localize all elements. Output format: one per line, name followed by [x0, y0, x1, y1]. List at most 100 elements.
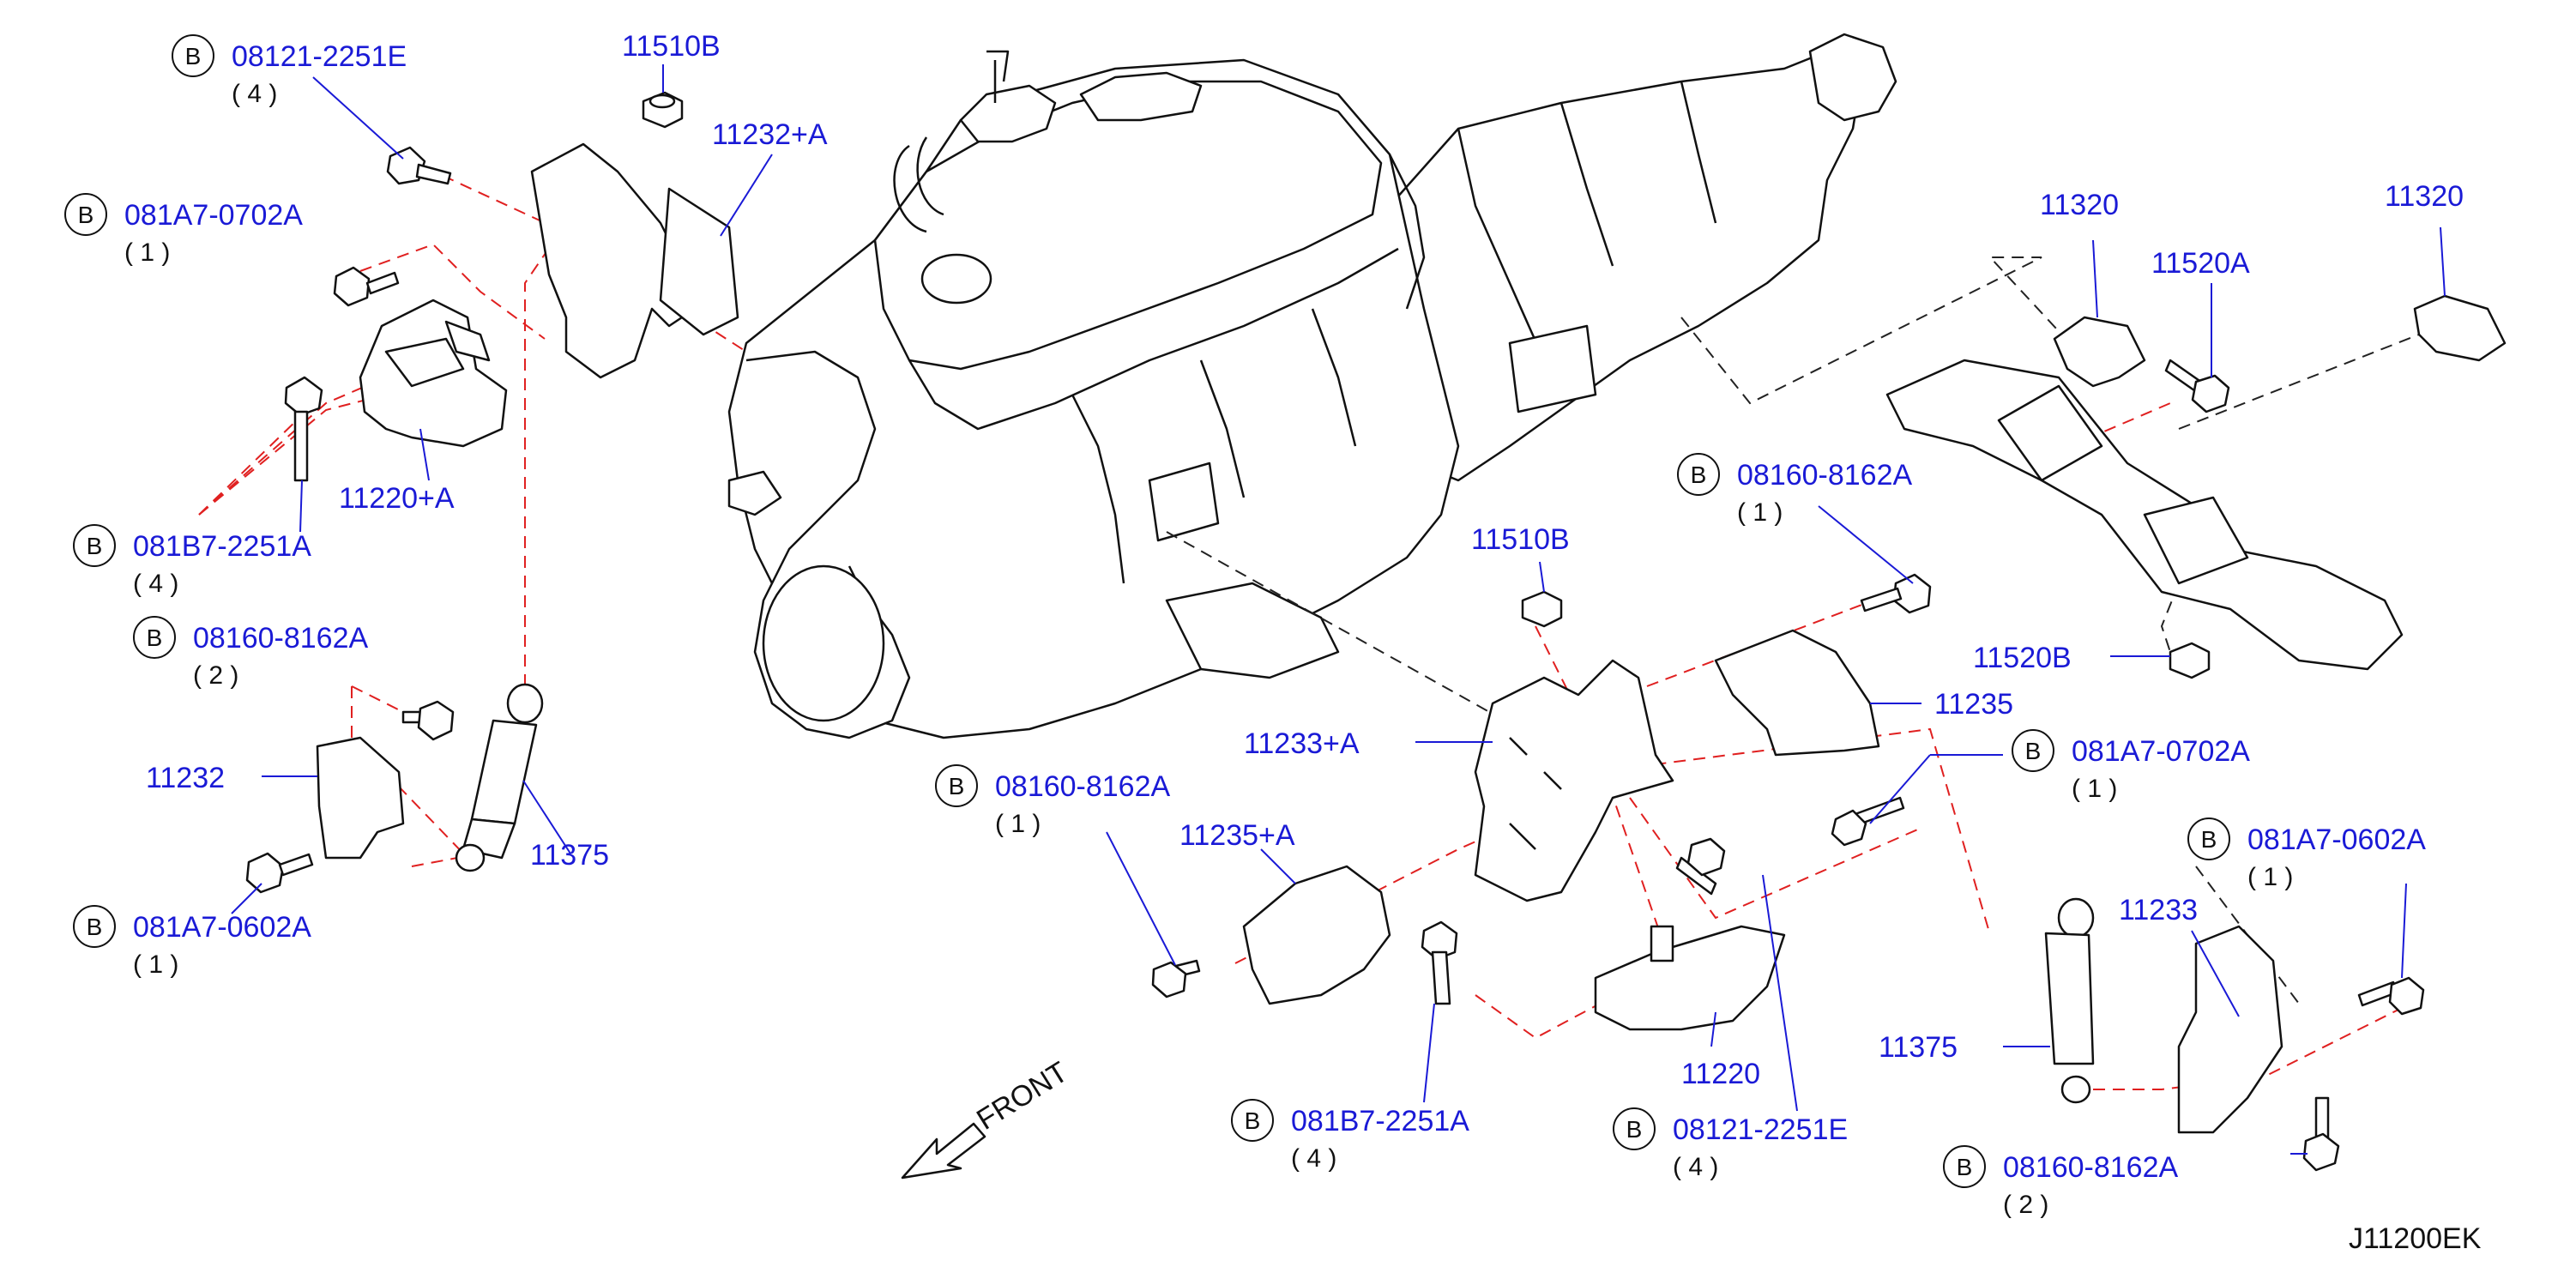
- bolt-08160-8162a-centre: [1860, 573, 1932, 614]
- mount-11220: [1594, 925, 1786, 1031]
- part-number: 081A7-0702A: [124, 199, 303, 232]
- bracket-11232: [316, 736, 405, 860]
- bolt-08121-2251e-centre: [1675, 837, 1726, 896]
- bolt-081a7-0702a-centre: [1831, 796, 1905, 847]
- callout-11232+a: 11232+A: [712, 118, 828, 151]
- part-number: 081A7-0602A: [2247, 824, 2426, 856]
- nut-11520b: [2169, 642, 2211, 679]
- nut-11510b-centre: [1521, 590, 1563, 628]
- part-quantity: ( 1 ): [124, 238, 170, 267]
- bolt-class-letter: B: [1691, 462, 1707, 488]
- engine-assembly-drawing: [727, 33, 1897, 739]
- callout-081a7-0702a: B 081A7-0702A ( 1 ): [64, 193, 303, 267]
- bolt-class-letter: B: [1626, 1116, 1643, 1143]
- part-number: 08160-8162A: [995, 770, 1171, 803]
- part-number: 11320: [2385, 180, 2464, 213]
- callout-11520a: 11520A: [2151, 247, 2250, 280]
- part-quantity: ( 4 ): [1673, 1153, 1718, 1181]
- callout-081a7-0602a: B 081A7-0602A ( 1 ): [73, 905, 311, 979]
- bracket-11235: [1714, 629, 1880, 757]
- bolt-class-circle: [73, 524, 116, 567]
- bolt-08160-8162a-left: [401, 700, 455, 741]
- part-quantity: ( 1 ): [133, 950, 178, 979]
- part-number: 11220: [1681, 1058, 1760, 1090]
- centre-mount-parts: [1151, 573, 2425, 1172]
- part-number: 11220+A: [339, 482, 455, 515]
- part-quantity: ( 4 ): [1291, 1144, 1336, 1173]
- part-quantity: ( 1 ): [1737, 498, 1783, 527]
- bolt-class-circle: [1943, 1145, 1986, 1188]
- bolt-class-circle: [1677, 453, 1720, 496]
- bolt-081a7-0702a-left: [333, 266, 400, 307]
- bolt-class-circle: [64, 193, 107, 236]
- callout-11320: 11320: [2040, 189, 2119, 221]
- callout-11232: 11232: [146, 762, 225, 794]
- part-number: 11520B: [1973, 642, 2072, 674]
- bracket-11235a: [1242, 865, 1391, 1005]
- bolt-class-letter: B: [147, 624, 163, 651]
- bolt-11520a: [2164, 359, 2230, 413]
- bolt-08160-8162a-right: [2302, 1096, 2340, 1172]
- bolt-class-letter: B: [78, 202, 94, 228]
- bolt-class-circle: [133, 616, 176, 659]
- part-quantity: ( 2 ): [2003, 1191, 2048, 1219]
- mount-11320-left: [2053, 316, 2146, 388]
- part-number: 081B7-2251A: [1291, 1105, 1469, 1137]
- rear-mount-parts: [1885, 294, 2507, 679]
- part-number: 11233+A: [1244, 727, 1360, 760]
- part-number: 11235: [1934, 688, 2013, 721]
- callout-081a7-0602a: B 081A7-0602A ( 1 ): [2187, 817, 2426, 891]
- callout-11233: 11233: [2119, 894, 2198, 926]
- part-number: 11232: [146, 762, 225, 794]
- bolt-class-circle: [73, 905, 116, 948]
- part-number: 08160-8162A: [2003, 1151, 2179, 1184]
- bolt-class-letter: B: [87, 533, 103, 559]
- callout-11235+a: 11235+A: [1179, 819, 1295, 852]
- part-number: 11233: [2119, 894, 2198, 926]
- callout-labels: B 08121-2251E ( 4 ) 11510B 11232+A B 081A7-070…: [64, 30, 2464, 1219]
- part-quantity: ( 4 ): [133, 570, 178, 598]
- left-mount-parts: [245, 91, 739, 894]
- bolt-class-letter: B: [185, 43, 202, 69]
- part-number: 081A7-0702A: [2072, 735, 2250, 768]
- front-label: FRONT: [971, 1056, 1073, 1137]
- front-arrow: FRONT: [901, 1056, 1074, 1179]
- part-number: 081A7-0602A: [133, 911, 311, 944]
- callout-11320: 11320: [2385, 180, 2464, 213]
- bolt-class-circle: [2187, 817, 2230, 860]
- bolt-class-letter: B: [87, 914, 103, 940]
- part-number: 08160-8162A: [193, 622, 369, 655]
- part-number: 11510B: [622, 30, 721, 63]
- callout-11375: 11375: [530, 839, 609, 872]
- callout-11220: 11220: [1681, 1058, 1760, 1090]
- part-number: 11375: [1879, 1031, 1958, 1064]
- part-quantity: ( 2 ): [193, 661, 238, 690]
- part-number: 11510B: [1471, 523, 1570, 556]
- shock-absorber-11375-left: [455, 683, 544, 872]
- bolt-081a7-0602a-right: [2357, 976, 2425, 1016]
- callout-08160-8162a: B 08160-8162A ( 1 ): [935, 764, 1171, 838]
- leader-lines: [231, 64, 2446, 1155]
- callout-08160-8162a: B 08160-8162A ( 2 ): [133, 616, 369, 690]
- mount-11320-right: [2413, 294, 2507, 362]
- part-number: 11375: [530, 839, 609, 872]
- bolt-class-circle: [172, 34, 214, 77]
- part-quantity: ( 1 ): [995, 810, 1041, 838]
- diagram-code: J11200EK: [2349, 1222, 2482, 1255]
- part-number: 08121-2251E: [232, 40, 407, 73]
- bolt-class-letter: B: [1245, 1107, 1261, 1134]
- bolt-class-letter: B: [2025, 738, 2042, 764]
- bolt-class-circle: [935, 764, 978, 807]
- callout-11235: 11235: [1934, 688, 2013, 721]
- callout-11520b: 11520B: [1973, 642, 2072, 674]
- bolt-class-letter: B: [949, 773, 965, 799]
- bolt-class-letter: B: [2201, 826, 2217, 853]
- bolt-081b7-2251a-left: [284, 376, 323, 482]
- part-number: 11520A: [2151, 247, 2250, 280]
- part-quantity: ( 1 ): [2247, 863, 2293, 891]
- bolt-class-circle: [1613, 1107, 1656, 1150]
- part-number: 08160-8162A: [1737, 459, 1913, 492]
